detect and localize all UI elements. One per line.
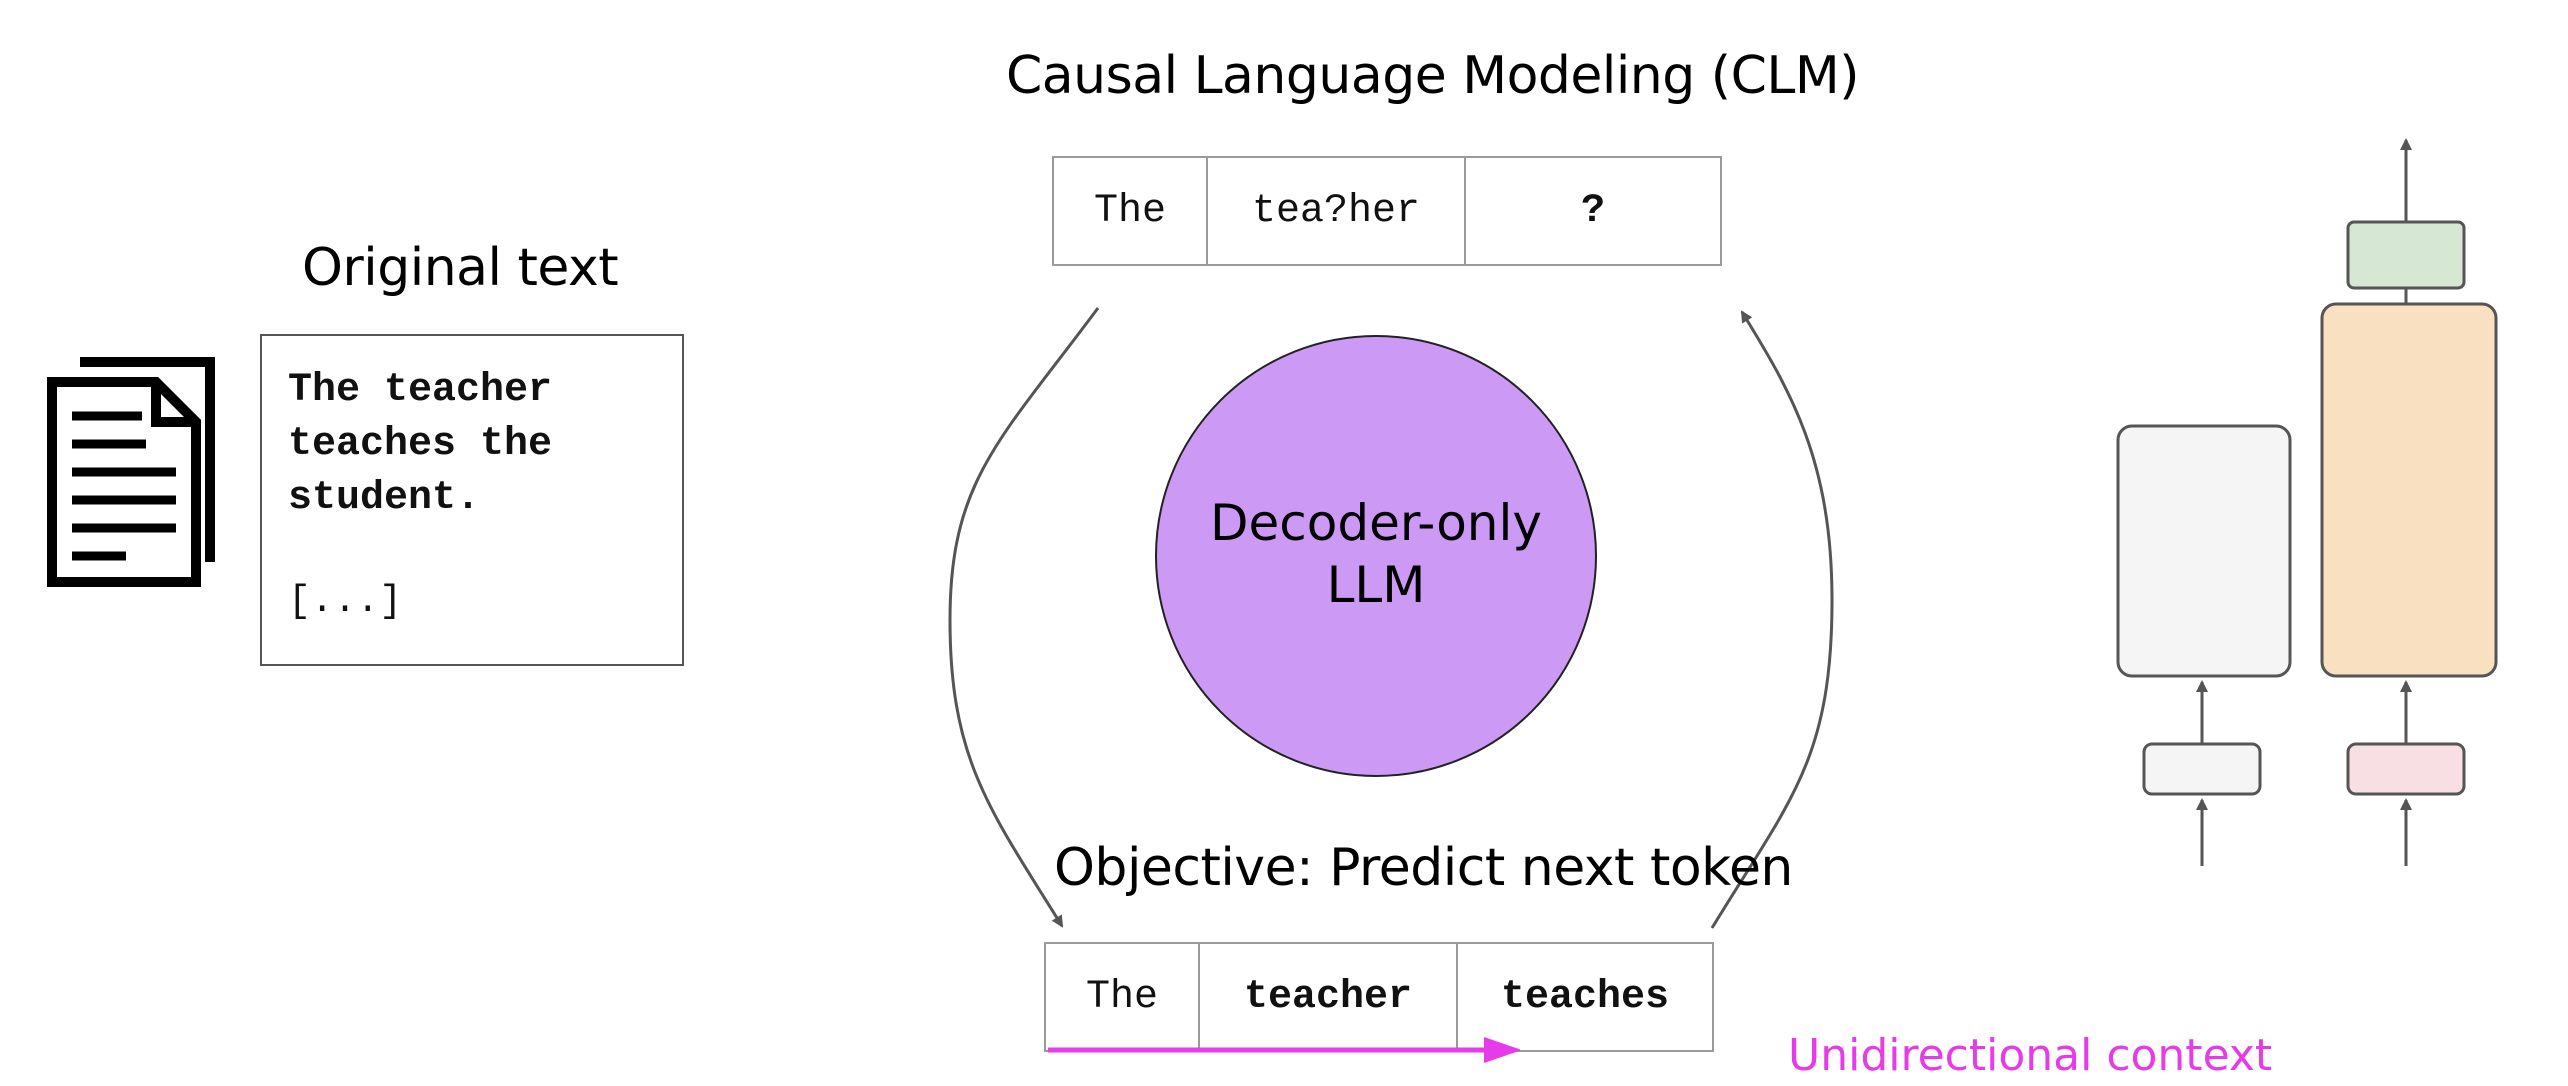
right-curved-arrow: [1710, 310, 1834, 929]
token-cell: The: [1054, 158, 1208, 264]
output-head-block: [2346, 220, 2466, 290]
encoder-block-gray: [2116, 424, 2292, 678]
original-text-ellipsis: [...]: [288, 580, 403, 623]
target-token-row: The teacher teaches: [1044, 942, 1714, 1052]
clm-title: Causal Language Modeling (CLM): [1006, 46, 1860, 106]
masked-token-row: The tea?her ?: [1052, 156, 1722, 266]
embedding-block-pink: [2346, 742, 2466, 796]
decoder-architecture-diagram: [2116, 138, 2498, 866]
model-label-line2: LLM: [1326, 556, 1426, 614]
embedding-block-gray: [2142, 742, 2262, 796]
decoder-block: [2320, 302, 2498, 678]
left-curved-arrow: [948, 307, 1100, 928]
objective-label: Objective: Predict next token: [1054, 838, 1793, 898]
token-cell: teacher: [1200, 944, 1458, 1050]
target-token-cell: teaches: [1500, 974, 1670, 1020]
unidirectional-context-label: Unidirectional context: [1788, 1030, 2273, 1081]
model-label: Decoder-only LLM: [1176, 492, 1576, 616]
decoder-model-circle: [1155, 335, 1597, 777]
token-cell: tea?her: [1208, 158, 1466, 264]
document-icon: [47, 357, 215, 587]
original-text-content: The teacher teaches the student.: [288, 368, 553, 521]
masked-token-cell: ?: [1580, 188, 1605, 234]
unidirectional-context-arrow: [1048, 1037, 1520, 1063]
original-text-title: Original text: [302, 238, 619, 298]
original-text-box: The teacher teaches the student. [...]: [260, 334, 684, 666]
model-label-line1: Decoder-only: [1210, 494, 1542, 552]
token-cell: The: [1046, 944, 1200, 1050]
